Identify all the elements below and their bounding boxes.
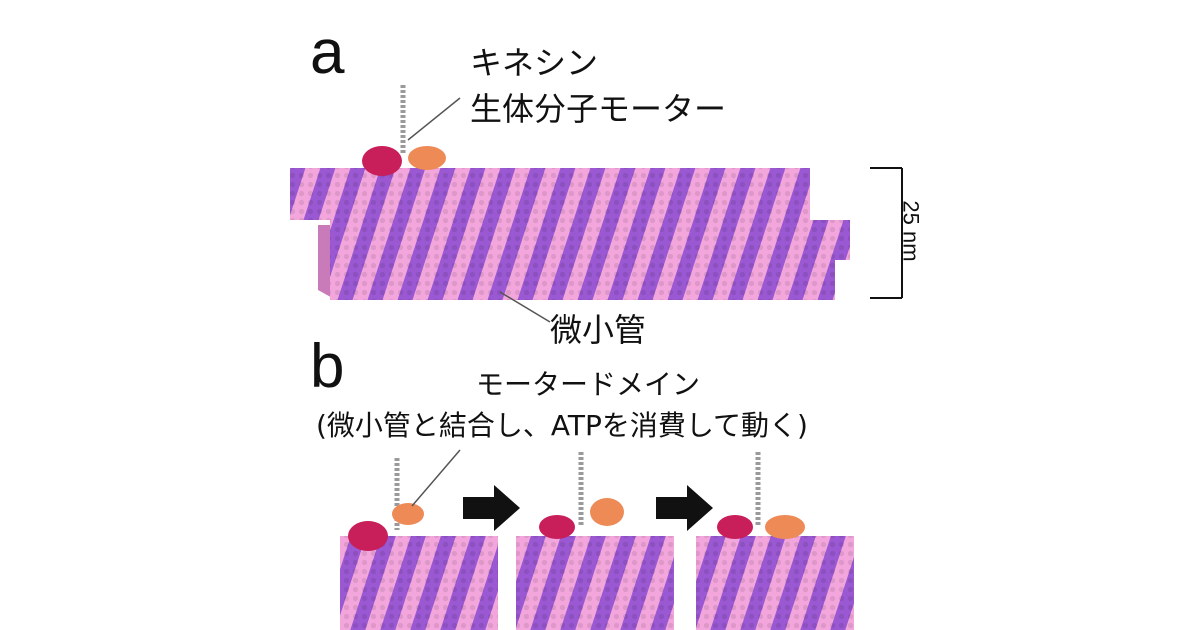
scale-bracket [870,167,903,299]
motor-domain-leader-line [411,449,461,507]
motor-domain-note: (微小管と結合し、ATPを消費して動く) [316,409,808,442]
panel-b-letter: b [310,332,345,401]
panel-a-letter: a [310,18,345,87]
kinesin-leader-line [407,97,461,141]
frame-3 [696,452,854,630]
kinesin-head-orange [408,146,446,170]
right-arrow-icon [463,485,520,531]
right-arrow-icon [656,485,713,531]
microtubule [290,168,850,300]
motor-domain-label: モータードメイン [476,368,701,401]
microtubule-label: 微小管 [550,311,647,349]
microtubule-leader-line [499,291,551,323]
kinesin-a [362,85,446,176]
frame-1 [340,458,498,630]
kinesin-label-line2: 生体分子モーター [470,90,727,128]
kinesin-head-crimson [362,146,402,176]
kinesin-label-line1: キネシン [470,44,599,82]
scale-label: 25 nm [898,200,924,262]
frame-2 [516,452,674,630]
